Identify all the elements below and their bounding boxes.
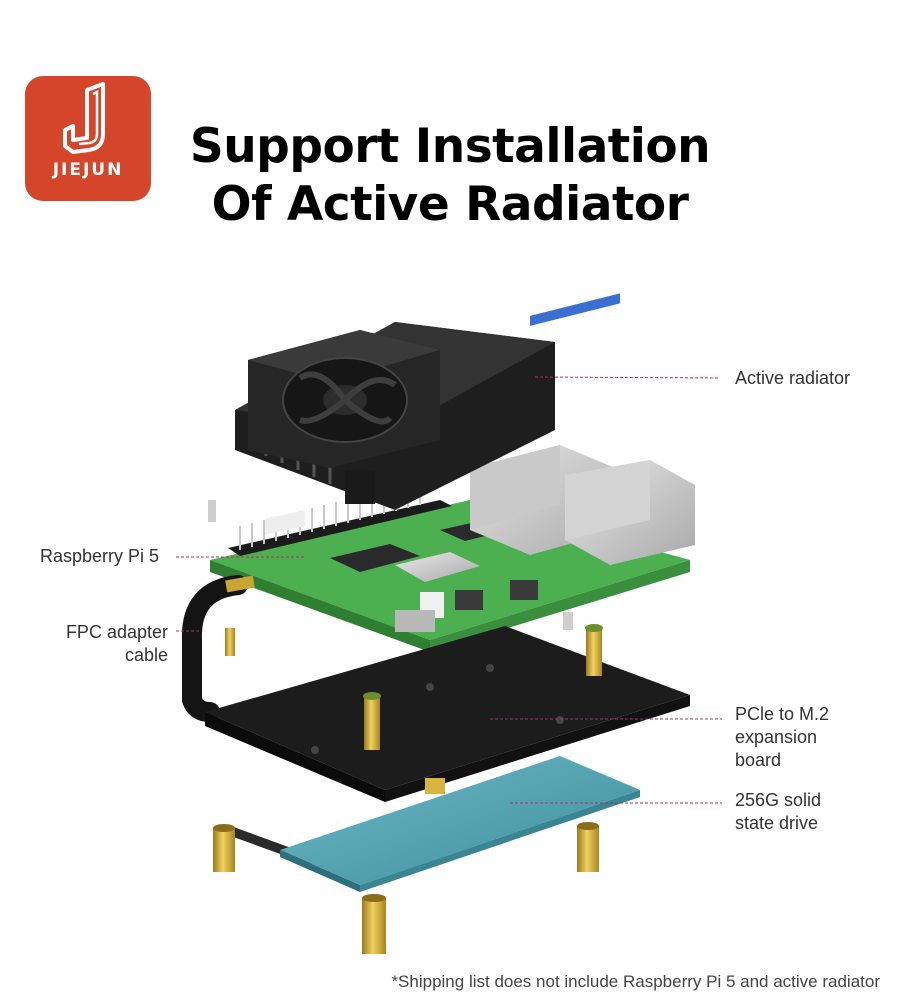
page-title: Support Installation Of Active Radiator (150, 118, 750, 234)
raspberry-pi-board (210, 293, 695, 652)
label-ssd: 256G solid state drive (735, 789, 821, 835)
ssd-module (280, 756, 640, 892)
label-ssd-line-1: 256G solid (735, 790, 822, 810)
jiejun-logo-mark-icon (63, 82, 105, 154)
brass-standoffs (208, 500, 603, 954)
label-fpc-cable: FPC adapter cable (40, 621, 168, 667)
ethernet-port (565, 460, 695, 565)
shipping-footnote: *Shipping list does not include Raspberr… (391, 972, 880, 991)
label-raspberry-pi: Raspberry Pi 5 (40, 546, 160, 566)
expansion-board (205, 626, 690, 866)
label-ssd-line-2: state drive (735, 813, 819, 833)
label-fpc-line-2: cable (124, 645, 168, 665)
brand-name: JIEJUN (52, 160, 124, 180)
title-line-2: Of Active Radiator (211, 177, 689, 232)
label-pcie-board: PCle to M.2 expansion board (735, 703, 829, 772)
label-pcie-line-1: PCle to M.2 (735, 704, 830, 724)
label-fpc-line-1: FPC adapter (65, 622, 168, 642)
label-active-radiator: Active radiator (735, 368, 851, 388)
active-radiator (235, 322, 555, 510)
title-line-1: Support Installation (189, 119, 711, 174)
brand-logo: JIEJUN (25, 76, 151, 201)
label-pcie-line-3: board (735, 750, 782, 770)
fpc-cable (181, 575, 255, 722)
leader-active-radiator (534, 376, 721, 379)
label-pcie-line-2: expansion (735, 727, 818, 747)
